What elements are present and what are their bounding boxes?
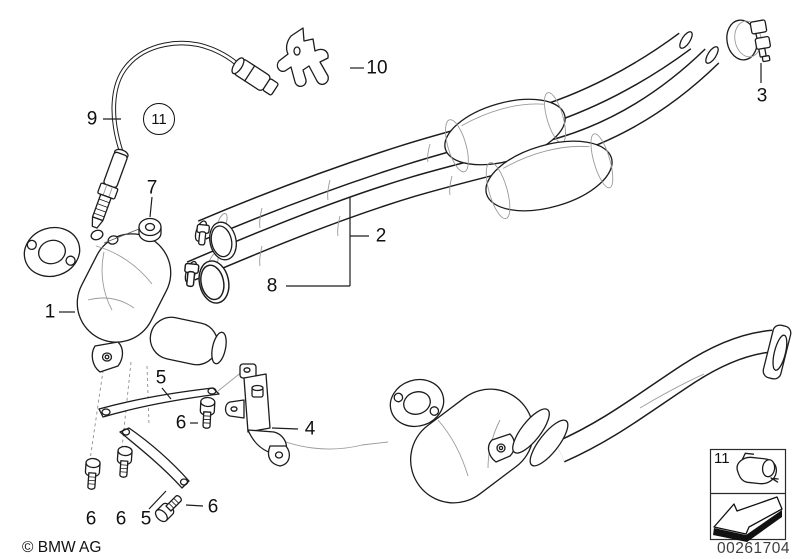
callout-6-mid[interactable]: 6 (175, 412, 187, 434)
callout-5-upper[interactable]: 5 (155, 367, 167, 389)
callout-11-circled[interactable]: 11 (143, 103, 175, 135)
callout-4[interactable]: 4 (304, 418, 316, 440)
support-strap-upper (98, 387, 220, 418)
holder-bracket-10 (276, 27, 329, 87)
rear-pipe-end-flange (762, 324, 792, 380)
legend-item-number[interactable]: 11 (714, 450, 730, 467)
callout-7[interactable]: 7 (146, 177, 158, 199)
callout-1[interactable]: 1 (44, 301, 56, 323)
callout-8[interactable]: 8 (266, 275, 278, 297)
callout-3[interactable]: 3 (756, 85, 768, 107)
callout-9[interactable]: 9 (86, 108, 98, 130)
catalytic-converter-front (23, 226, 227, 373)
callout-6-bolt2[interactable]: 6 (115, 508, 127, 530)
drawing-number: 00261704 (717, 540, 790, 557)
sensor-body (91, 148, 129, 229)
support-strap-lower (119, 427, 190, 489)
resonator-lower (485, 133, 614, 220)
hex-nut-7 (138, 217, 162, 243)
direction-of-travel-arrow-icon (713, 496, 783, 542)
callout-2[interactable]: 2 (375, 225, 387, 247)
rear-inlet-flange (389, 378, 445, 428)
retaining-clip-icon (736, 452, 779, 485)
catalytic-converter-rear (389, 324, 792, 504)
sensor-connector (231, 57, 279, 96)
callout-6-bolt1[interactable]: 6 (85, 508, 97, 530)
inlet-flange (23, 226, 81, 278)
oxygen-sensor (91, 40, 279, 229)
callout-5-lower[interactable]: 5 (140, 508, 152, 530)
callout-6-bolt3[interactable]: 6 (207, 496, 219, 518)
twin-exhaust-pipes (184, 31, 720, 284)
legend-box-art (709, 448, 787, 542)
exhaust-clamp-3 (726, 19, 772, 63)
copyright-notice: © BMW AG (22, 539, 102, 556)
callout-10[interactable]: 10 (366, 57, 388, 79)
mounting-bracket-4 (224, 363, 291, 467)
callout-leader-lines (59, 63, 762, 510)
